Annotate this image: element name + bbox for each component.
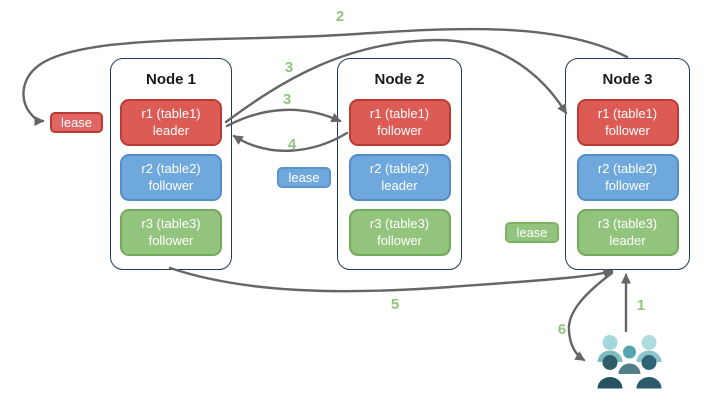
range-role: leader xyxy=(609,232,646,248)
step-label-6: 6 xyxy=(557,321,567,338)
node-3-title: Node 3 xyxy=(602,71,653,88)
node-3: Node 3 r1 (table1) follower r2 (table2) … xyxy=(565,58,690,270)
lease-badge-r2: lease xyxy=(277,167,331,188)
range-name: r3 (table3) xyxy=(597,215,658,231)
range-name: r2 (table2) xyxy=(141,160,201,176)
arrow-step-3-to-node2 xyxy=(225,108,342,128)
range-role: leader xyxy=(152,122,190,138)
step-label-4: 4 xyxy=(287,136,297,153)
node-1-range-r3: r3 (table3) follower xyxy=(120,209,222,256)
node-1-range-r1: r1 (table1) leader xyxy=(120,99,222,146)
node-2-title: Node 2 xyxy=(374,71,425,88)
node-1: Node 1 r1 (table1) leader r2 (table2) fo… xyxy=(110,58,232,270)
range-role: follower xyxy=(148,232,194,248)
node-3-range-r2: r2 (table2) follower xyxy=(576,154,679,201)
users-group-icon xyxy=(597,335,662,389)
arrow-step-6 xyxy=(567,271,614,362)
lease-badge-r3: lease xyxy=(505,222,559,243)
range-role: follower xyxy=(605,122,650,138)
range-role: follower xyxy=(377,122,422,138)
range-name: r3 (table3) xyxy=(369,215,430,231)
node-3-range-r1: r1 (table1) follower xyxy=(576,99,679,146)
node-3-range-r3: r3 (table3) leader xyxy=(576,209,679,256)
range-name: r1 (table1) xyxy=(369,105,430,121)
range-role: leader xyxy=(381,177,418,193)
range-name: r2 (table2) xyxy=(597,160,658,176)
range-role: follower xyxy=(605,177,650,193)
node-2-range-r3: r3 (table3) follower xyxy=(348,209,451,256)
step-label-5: 5 xyxy=(390,296,400,313)
node-1-range-r2: r2 (table2) follower xyxy=(120,154,222,201)
step-label-3b: 3 xyxy=(282,91,292,108)
step-label-3a: 3 xyxy=(284,59,294,76)
range-name: r1 (table1) xyxy=(141,105,201,121)
node-2: Node 2 r1 (table1) follower r2 (table2) … xyxy=(337,58,462,270)
step-label-1: 1 xyxy=(636,297,646,314)
step-label-2: 2 xyxy=(335,8,345,25)
range-name: r1 (table1) xyxy=(597,105,658,121)
node-2-range-r2: r2 (table2) leader xyxy=(348,154,451,201)
node-1-title: Node 1 xyxy=(145,71,196,88)
lease-badge-r1: lease xyxy=(50,112,103,133)
range-name: r3 (table3) xyxy=(141,215,201,231)
arrow-step-5 xyxy=(168,266,614,293)
node-2-range-r1: r1 (table1) follower xyxy=(348,99,451,146)
range-name: r2 (table2) xyxy=(369,160,430,176)
range-role: follower xyxy=(148,177,194,193)
range-role: follower xyxy=(377,232,422,248)
